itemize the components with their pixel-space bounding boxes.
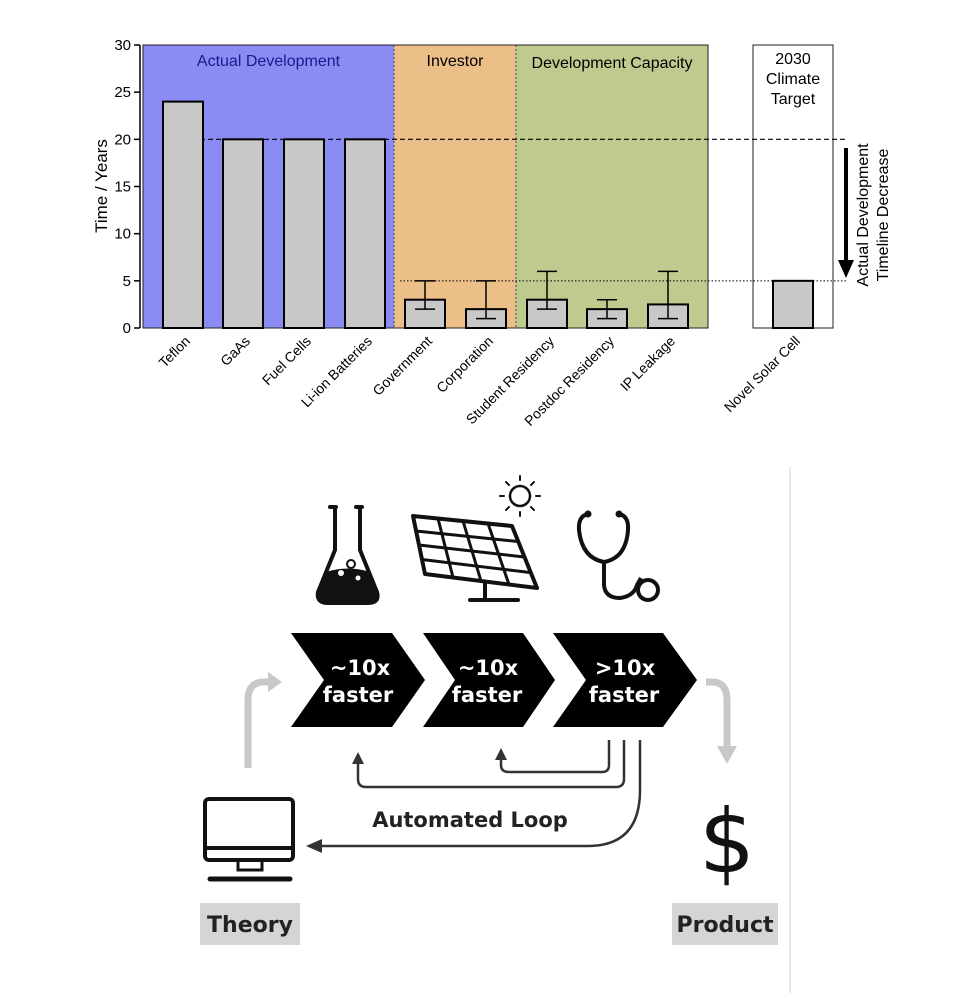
loop-arrowhead-3: [306, 839, 322, 853]
theory-label: Theory: [207, 913, 293, 938]
development-timeline-chart: Actual Development Investor Development Ca…: [92, 37, 892, 429]
region-label-3-2: Target: [771, 91, 816, 108]
stethoscope-icon: [576, 510, 660, 602]
x-tick-label-5: Corporation: [433, 333, 496, 396]
y-tick-label-25: 25: [114, 84, 131, 101]
y-tick-label-0: 0: [123, 320, 131, 337]
region-label-2: Development Capacity: [532, 55, 693, 72]
bar-9: [772, 279, 814, 330]
steps-to-product-arrow: [706, 678, 737, 764]
theory-to-steps-arrow: [244, 672, 282, 768]
step-3-multiplier: >10x: [595, 656, 656, 680]
step-1-multiplier: ~10x: [330, 656, 391, 680]
region-bg-2: [516, 45, 708, 328]
bars: [162, 100, 814, 330]
sun-icon: [499, 475, 541, 517]
solar-panel-icon: [411, 514, 539, 602]
y-axis: 0 5 10 15 20 25 30: [114, 37, 141, 337]
step-chevron-3: >10x faster: [553, 633, 697, 727]
loop-arrowhead-1: [495, 748, 507, 760]
annotation-line-2: Timeline Decrease: [875, 149, 892, 282]
x-tick-label-9: Novel Solar Cell: [721, 333, 803, 415]
bar-0: [162, 100, 204, 329]
dollar-icon: $: [699, 790, 755, 893]
region-label-1: Investor: [427, 53, 485, 70]
region-label-3-0: 2030: [775, 51, 811, 68]
bar-2: [283, 138, 325, 329]
loop-arrowhead-2: [352, 752, 364, 764]
x-tick-label-0: Teflon: [155, 333, 193, 371]
product-box: Product: [672, 903, 778, 945]
region-bg-1: [394, 45, 516, 328]
automation-flow-diagram: ~10x faster ~10x faster >10x faster Auto…: [200, 467, 791, 993]
x-tick-label-2: Fuel Cells: [259, 333, 314, 388]
step-3-label: faster: [589, 683, 660, 707]
y-axis-label: Time / Years: [92, 139, 111, 233]
y-tick-label-5: 5: [123, 273, 131, 290]
automated-loop-label: Automated Loop: [372, 808, 568, 832]
bar-1: [222, 138, 264, 329]
theory-box: Theory: [200, 903, 300, 945]
y-tick-label-15: 15: [114, 179, 131, 196]
step-2-multiplier: ~10x: [458, 656, 519, 680]
x-tick-label-8: IP Leakage: [617, 333, 678, 394]
x-tick-label-4: Government: [369, 333, 435, 399]
region-label-3-1: Climate: [766, 71, 820, 88]
y-tick-label-20: 20: [114, 131, 131, 148]
step-2-label: faster: [452, 683, 523, 707]
automated-loop-arrows: [320, 740, 642, 848]
step-chevron-2: ~10x faster: [423, 633, 555, 727]
timeline-decrease-arrow: [838, 148, 854, 278]
step-chevron-1: ~10x faster: [291, 633, 425, 727]
y-tick-label-30: 30: [114, 37, 131, 54]
computer-icon: [203, 797, 295, 882]
bar-3: [344, 138, 386, 329]
y-tick-label-10: 10: [114, 226, 131, 243]
x-tick-label-1: GaAs: [217, 333, 253, 369]
step-1-label: faster: [323, 683, 394, 707]
product-label: Product: [676, 913, 774, 938]
flask-icon: [315, 505, 380, 605]
annotation-line-1: Actual Development: [855, 143, 872, 287]
region-label-0: Actual Development: [197, 53, 341, 70]
